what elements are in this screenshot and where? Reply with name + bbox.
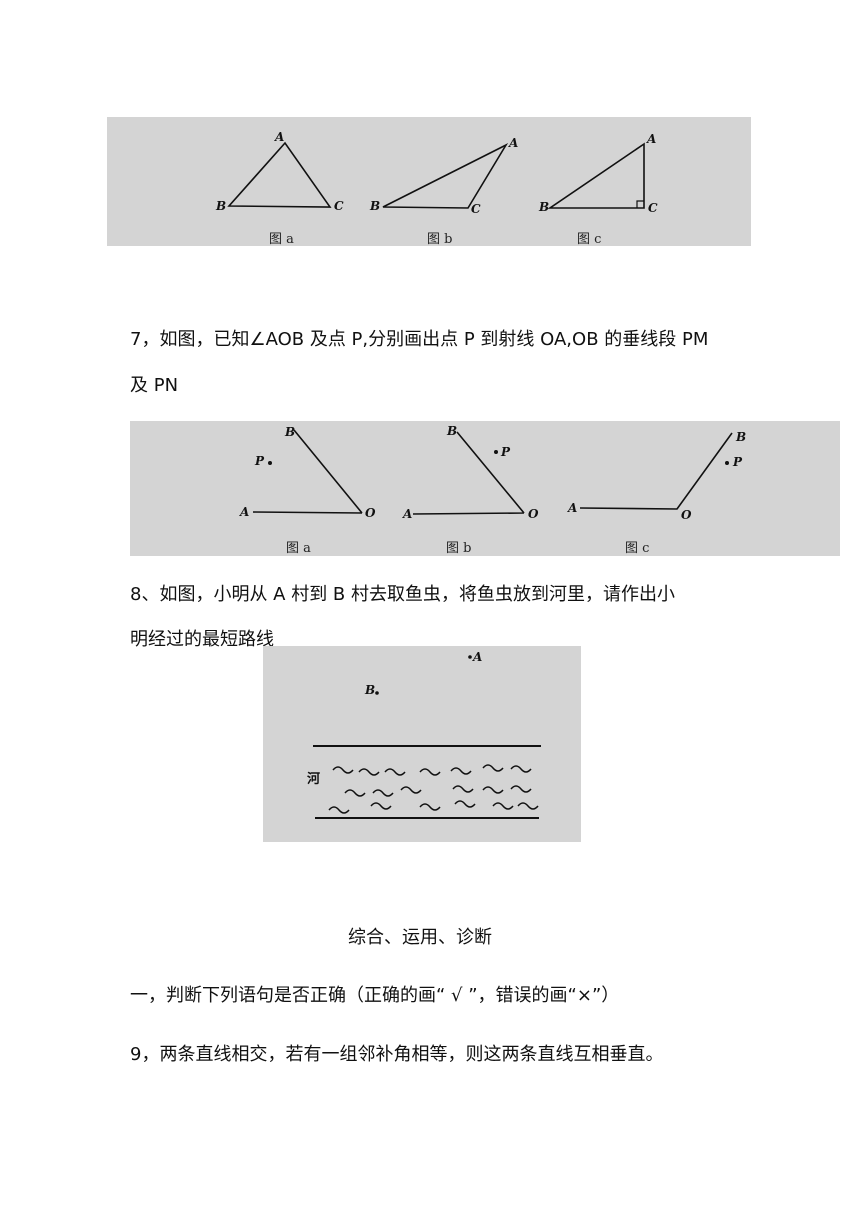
angle-c-label-o: O bbox=[681, 508, 692, 522]
triangle-b-caption: 图 b bbox=[427, 232, 452, 246]
village-b-label: B bbox=[364, 683, 375, 697]
triangle-a-label-c: C bbox=[334, 199, 344, 213]
river-svg: A B 河 bbox=[307, 650, 541, 819]
angle-b: B P A O 图 b bbox=[402, 424, 539, 556]
triangle-c-label-b: B bbox=[538, 200, 549, 214]
angle-b-label-b: B bbox=[446, 424, 457, 438]
village-a-label: A bbox=[472, 650, 482, 664]
triangle-c: A B C 图 c bbox=[538, 132, 658, 246]
angle-c-caption: 图 c bbox=[625, 541, 649, 556]
triangle-b: A B C 图 b bbox=[369, 136, 518, 246]
question-9: 9，两条直线相交，若有一组邻补角相等，则这两条直线互相垂直。 bbox=[130, 1044, 664, 1065]
triangle-b-label-c: C bbox=[471, 202, 481, 216]
question-8-line2: 明经过的最短路线 bbox=[130, 629, 274, 650]
section-title: 综合、运用、诊断 bbox=[348, 927, 492, 948]
angle-a-caption: 图 a bbox=[286, 541, 311, 556]
triangle-c-label-a: A bbox=[646, 132, 656, 146]
triangle-a-label-b: B bbox=[215, 199, 226, 213]
angle-c-label-p: P bbox=[732, 455, 743, 469]
river-label: 河 bbox=[307, 771, 320, 787]
angle-b-caption: 图 b bbox=[446, 541, 471, 556]
angle-b-label-o: O bbox=[528, 507, 539, 521]
triangle-c-label-c: C bbox=[648, 201, 658, 215]
question-7-line1: 7，如图，已知∠AOB 及点 P,分别画出点 P 到射线 OA,OB 的垂线段 … bbox=[130, 329, 709, 350]
angle-a-label-o: O bbox=[365, 506, 376, 520]
angles-svg: B P A O 图 a B P A O 图 b B P A O 图 c bbox=[239, 424, 746, 556]
part-one-instruction: 一，判断下列语句是否正确（正确的画“ √ ”，错误的画“×”） bbox=[130, 985, 620, 1006]
river-waves bbox=[328, 764, 539, 814]
triangle-c-caption: 图 c bbox=[577, 232, 601, 246]
angles-figure: B P A O 图 a B P A O 图 b B P A O 图 c bbox=[130, 421, 840, 556]
angle-c-label-b: B bbox=[735, 430, 746, 444]
triangle-b-label-b: B bbox=[369, 199, 380, 213]
triangle-a-caption: 图 a bbox=[269, 232, 294, 246]
triangles-figure: A B C 图 a A B C 图 b A B C 图 c bbox=[107, 117, 751, 246]
angle-a: B P A O 图 a bbox=[239, 425, 376, 556]
question-7-line2: 及 PN bbox=[130, 375, 179, 396]
angle-c: B P A O 图 c bbox=[567, 430, 746, 556]
triangle-a: A B C 图 a bbox=[215, 130, 344, 246]
triangle-a-label-a: A bbox=[274, 130, 284, 144]
question-8-line1: 8、如图，小明从 A 村到 B 村去取鱼虫，将鱼虫放到河里，请作出小 bbox=[130, 584, 675, 605]
angle-a-label-p: P bbox=[254, 454, 265, 468]
angle-a-label-b: B bbox=[284, 425, 295, 439]
river-figure: A B 河 bbox=[263, 646, 581, 842]
angle-b-label-p: P bbox=[500, 445, 511, 459]
angle-b-label-a: A bbox=[402, 507, 412, 521]
angle-c-label-a: A bbox=[567, 501, 577, 515]
triangles-svg: A B C 图 a A B C 图 b A B C 图 c bbox=[215, 130, 658, 246]
angle-a-label-a: A bbox=[239, 505, 249, 519]
triangle-b-label-a: A bbox=[508, 136, 518, 150]
